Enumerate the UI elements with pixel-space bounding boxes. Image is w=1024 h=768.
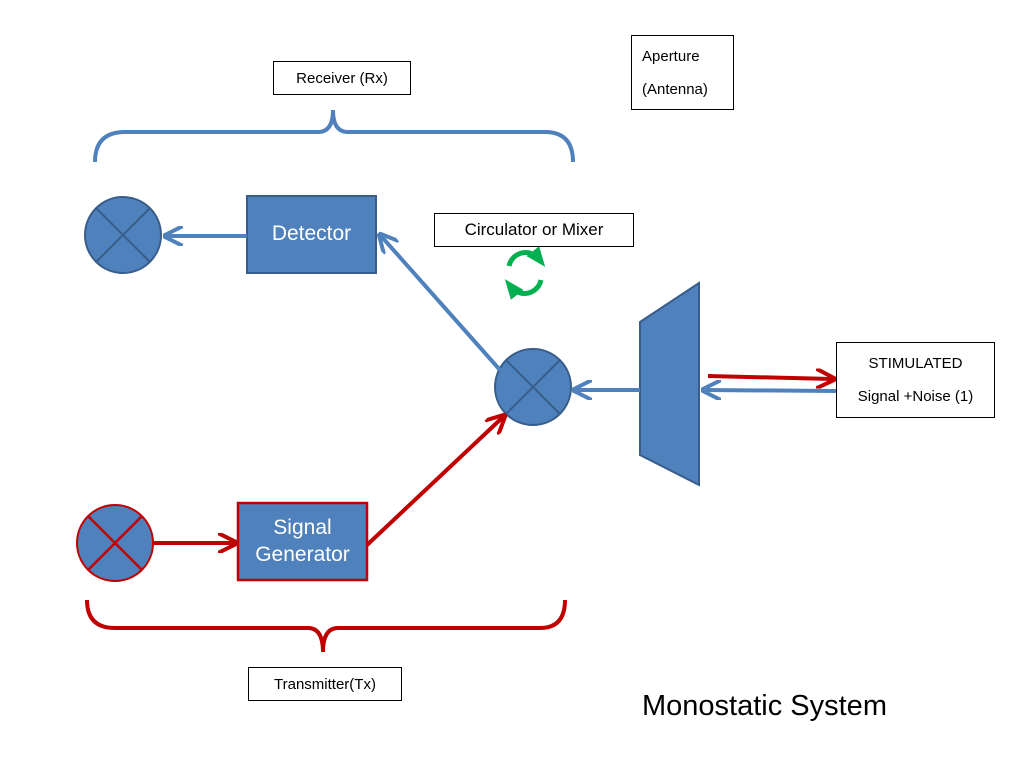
central-mixer-icon [494, 348, 572, 426]
signal-generator-label: Signal Generator [238, 503, 367, 580]
signal-generator-line2: Generator [255, 542, 350, 566]
tx-input-mixer-icon [76, 504, 154, 582]
transmitter-label: Transmitter(Tx) [248, 667, 402, 701]
detector-label: Detector [271, 222, 352, 246]
aperture-label: Aperture (Antenna) [631, 35, 734, 110]
diagram-caption: Monostatic System [642, 690, 887, 722]
antenna-aperture-icon [639, 281, 700, 487]
circulator-label: Circulator or Mixer [434, 213, 634, 247]
signal-generator-block [236, 501, 369, 582]
signal-generator-line1: Signal [273, 516, 332, 540]
stimulated-label: STIMULATED Signal +Noise (1) [836, 342, 995, 418]
arrow-generator-to-mixer [365, 417, 503, 547]
arrow-mixer-to-detector [381, 236, 502, 372]
transmitter-brace [85, 599, 567, 653]
arrow-antenna-to-stimulated [707, 376, 832, 379]
receiver-brace [93, 109, 575, 163]
aperture-label-line1: Aperture [642, 47, 700, 65]
rx-output-mixer-icon [84, 196, 162, 274]
aperture-label-line2: (Antenna) [642, 80, 708, 98]
circulator-icon [504, 246, 546, 300]
arrow-signal-to-antenna [705, 390, 837, 391]
stimulated-label-line1: STIMULATED [868, 355, 963, 372]
receiver-label: Receiver (Rx) [273, 61, 411, 95]
stimulated-label-line2: Signal +Noise (1) [857, 388, 974, 405]
